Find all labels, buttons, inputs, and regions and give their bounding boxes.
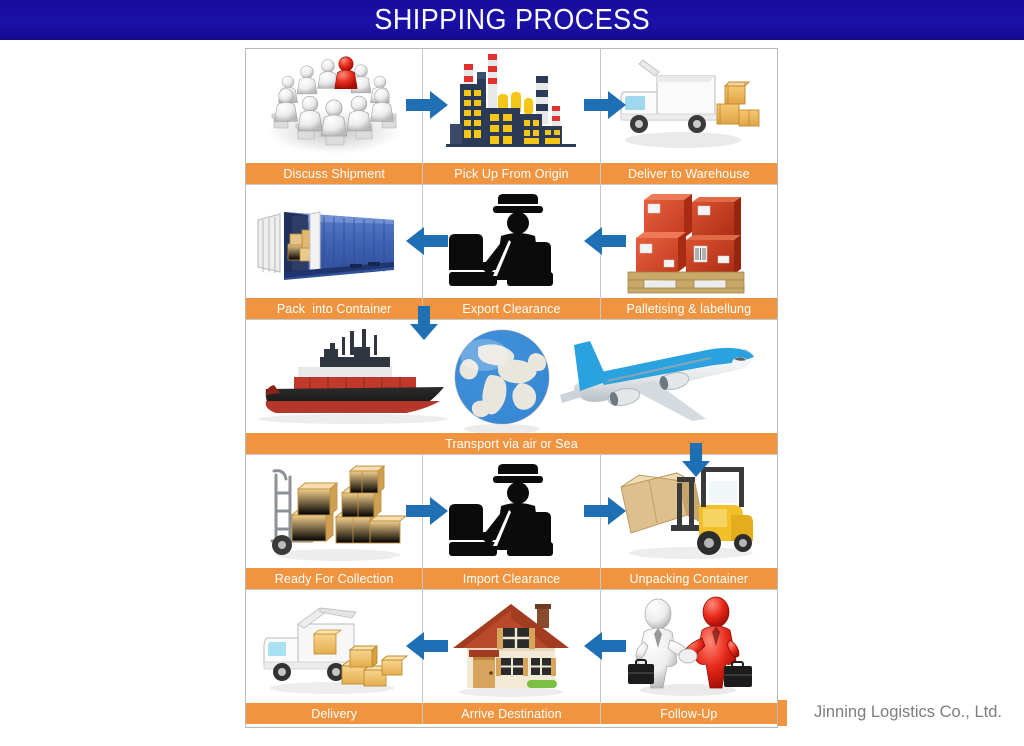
process-cell-arrive-destination[interactable]: Arrive Destination <box>422 590 600 724</box>
process-cell-pack-into-container[interactable]: Pack into Container <box>246 185 423 319</box>
caption-unpacking-container: Unpacking Container <box>600 568 777 589</box>
process-cell-unpacking-container[interactable]: Unpacking Container <box>599 455 777 589</box>
caption-deliver-to-warehouse: Deliver to Warehouse <box>600 163 777 184</box>
shipping-container-icon <box>246 185 422 298</box>
process-cell-discuss-shipment[interactable]: Discuss Shipment <box>246 49 423 184</box>
handshake-figures-icon <box>601 590 777 703</box>
process-cell-ready-for-collection[interactable]: Ready For Collection <box>246 455 423 589</box>
process-cell-export-clearance[interactable]: Export Clearance <box>422 185 600 319</box>
caption-discuss-shipment: Discuss Shipment <box>246 163 423 184</box>
ship-globe-plane-icon <box>246 320 777 433</box>
caption-transport-via-air-or-sea: Transport via air or Sea <box>246 433 777 454</box>
pallet-boxes-icon <box>601 185 777 298</box>
process-board: Discuss Shipment <box>245 48 778 728</box>
process-row-4: Ready For Collection <box>246 443 777 589</box>
caption-palletising-labelling: Palletising & labellung <box>600 298 777 319</box>
page-title: SHIPPING PROCESS <box>374 3 650 36</box>
process-cell-follow-up[interactable]: Follow-Up <box>599 590 777 724</box>
process-cell-import-clearance[interactable]: Import Clearance <box>422 455 600 589</box>
process-cell-transport-via-air-or-sea[interactable]: Transport via air or Sea <box>246 320 777 454</box>
process-cell-delivery[interactable]: Delivery <box>246 590 423 724</box>
process-row-3: Transport via air or Sea <box>246 306 777 454</box>
company-name: Jinning Logistics Co., Ltd. <box>813 703 1002 721</box>
caption-import-clearance: Import Clearance <box>423 568 600 589</box>
header-band: SHIPPING PROCESS <box>0 0 1024 40</box>
caption-arrive-destination: Arrive Destination <box>423 703 600 724</box>
caption-pick-up-from-origin: Pick Up From Origin <box>423 163 600 184</box>
customs-officer-icon <box>423 185 599 298</box>
process-row-1: Discuss Shipment <box>246 49 777 184</box>
process-cell-palletising-labelling[interactable]: Palletising & labellung <box>599 185 777 319</box>
caption-export-clearance: Export Clearance <box>423 298 600 319</box>
caption-follow-up: Follow-Up <box>600 703 777 724</box>
process-cell-pick-up-from-origin[interactable]: Pick Up From Origin <box>422 49 600 184</box>
process-row-2: Pack into Container <box>246 184 777 319</box>
handtruck-boxes-icon <box>246 455 422 568</box>
customs-officer-icon <box>423 455 599 568</box>
caption-delivery: Delivery <box>246 703 423 724</box>
meeting-figures-icon <box>246 49 422 163</box>
house-icon <box>423 590 599 703</box>
process-row-5: Delivery <box>246 589 777 724</box>
factory-icon <box>423 49 599 163</box>
caption-ready-for-collection: Ready For Collection <box>246 568 423 589</box>
caption-pack-into-container: Pack into Container <box>246 298 423 319</box>
delivery-truck-icon <box>601 49 777 163</box>
forklift-icon <box>601 455 777 568</box>
brand-accent-bar <box>778 700 787 726</box>
van-parcels-icon <box>246 590 422 703</box>
process-cell-deliver-to-warehouse[interactable]: Deliver to Warehouse <box>599 49 777 184</box>
